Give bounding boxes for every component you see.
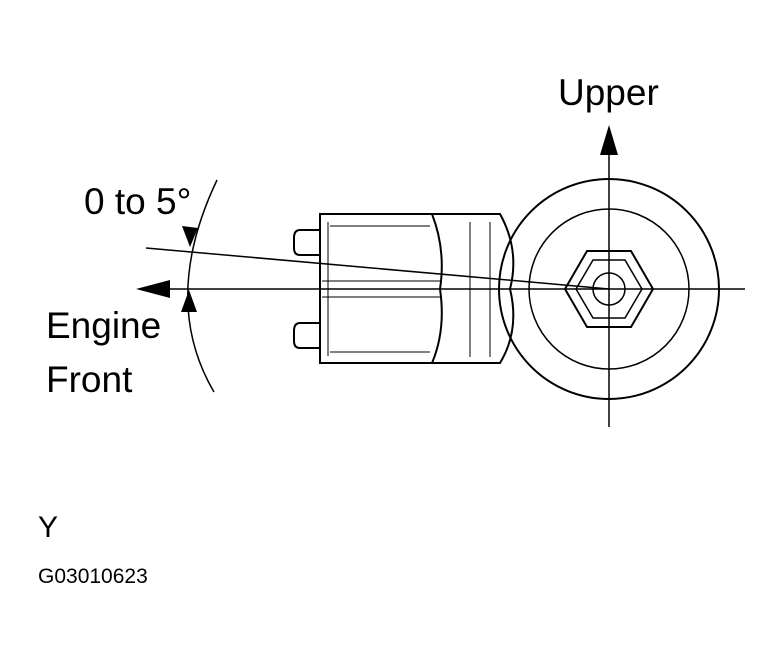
upper-arrow-icon (600, 125, 618, 155)
hex-nut (563, 250, 655, 328)
angle-label: 0 to 5° (84, 181, 192, 222)
sensor-outer-ring (498, 178, 720, 400)
connector-housing (319, 213, 443, 364)
angle-arrow-down-icon (182, 226, 198, 247)
engine-front-arrow-icon (136, 280, 170, 298)
angle-arrow-up-icon (181, 290, 197, 312)
locking-tab-upper (293, 229, 320, 256)
angle-arc (187, 179, 218, 393)
sensor-inner-ring (528, 208, 690, 370)
connector-neck (432, 213, 515, 364)
center-hole (592, 272, 626, 306)
figure-code: G03010623 (38, 565, 148, 588)
view-letter: Y (38, 511, 59, 544)
locking-tab-lower (293, 322, 320, 349)
engine-front-label-line1: Engine (46, 305, 162, 346)
engine-front-label-line2: Front (46, 359, 133, 400)
upper-label: Upper (558, 72, 659, 113)
tilt-angle-line (145, 247, 610, 290)
hex-nut-inner (575, 259, 643, 319)
